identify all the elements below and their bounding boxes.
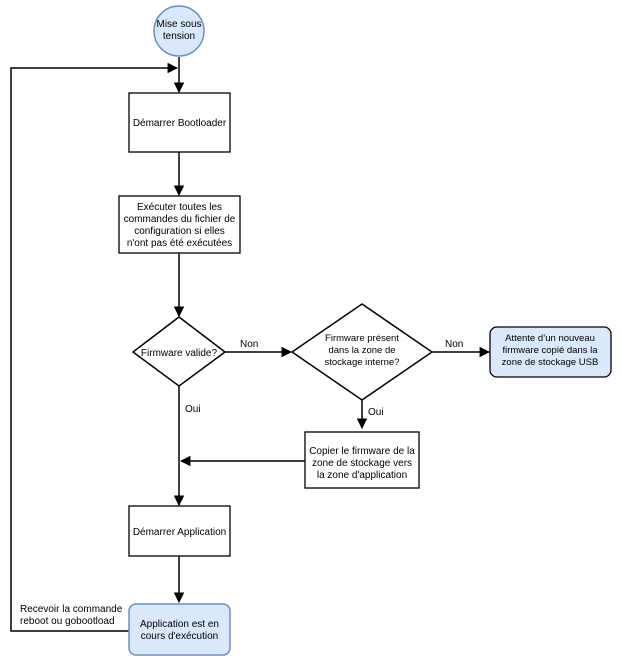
wait-usb-label-line: firmware copié dans la: [502, 345, 598, 356]
bootloader-label-line: Démarrer Bootloader: [133, 118, 227, 129]
edge-label-reboot-line: Recevoir la commande: [20, 604, 123, 615]
start-application-label-line: Démarrer Application: [133, 527, 226, 538]
application-running-label-line: cours d'exécution: [141, 631, 219, 642]
start-node-label-line: Mise sous: [156, 19, 201, 30]
application-running-box: [128, 603, 231, 656]
firmware-present-diamond: [290, 303, 434, 401]
connectors: [10, 57, 491, 632]
edge-label-reboot-line: reboot ou gobootload: [20, 616, 115, 627]
application-running-label-line: Application est en: [140, 619, 219, 630]
edge-reboot-loop: [10, 62, 179, 632]
edge-label-present-no: Non: [445, 339, 463, 350]
firmware-present-label-line: dans la zone de: [328, 345, 395, 356]
wait-usb-label-line: zone de stockage USB: [502, 357, 599, 368]
start-application-box: [128, 505, 231, 557]
execute-label-line: n'ont pas été exécutées: [127, 238, 232, 249]
bootloader-label: Démarrer Bootloader: [133, 118, 227, 129]
firmware-valid-label-line: Firmware valide?: [141, 348, 218, 359]
firmware-present-label-line: stockage interne?: [325, 357, 400, 368]
copy-firmware-label-line: Copier le firmware de la: [309, 446, 415, 457]
execute-box: [118, 195, 241, 254]
bootloader-box: [128, 92, 231, 153]
edge-label-valid-no: Non: [240, 339, 258, 350]
wait-usb-label-line: Attente d’un nouveau: [505, 333, 595, 344]
copy-firmware-label-line: zone de stockage vers: [312, 458, 412, 469]
wait-usb-box: [489, 326, 612, 378]
edge-label-valid-yes: Oui: [185, 404, 201, 415]
copy-firmware-label-line: la zone d'application: [317, 470, 407, 481]
execute-label-line: configuration si elles: [134, 226, 225, 237]
firmware-valid-label: Firmware valide?: [141, 348, 218, 359]
firmware-valid-diamond: [131, 316, 227, 387]
start-node-label-line: tension: [163, 31, 195, 42]
execute-label-line: Exécuter toutes les: [137, 202, 222, 213]
execute-label-line: commandes du fichier de: [124, 214, 236, 225]
edge-label-present-yes: Oui: [368, 407, 384, 418]
copy-firmware-box: [304, 431, 420, 489]
firmware-present-label-line: Firmware présent: [325, 333, 399, 344]
start-application-label: Démarrer Application: [133, 527, 226, 538]
start-node: [153, 5, 205, 57]
